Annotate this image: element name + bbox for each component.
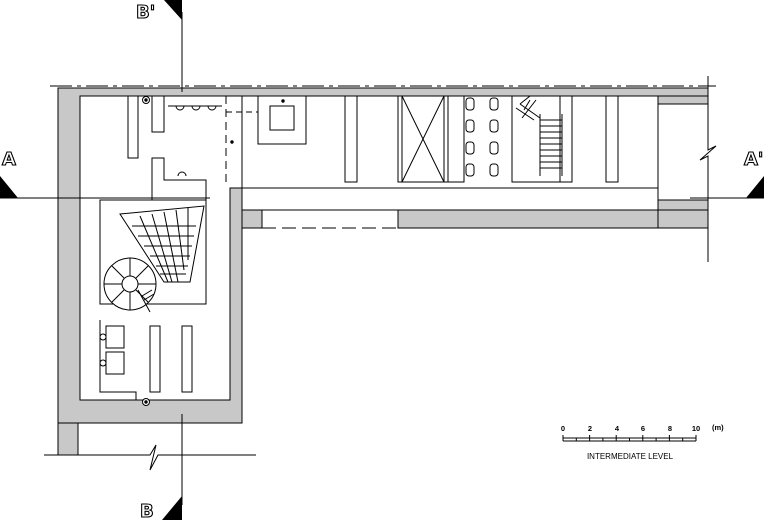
scale-bar: 0 2 4 6 8 10 (m) INTERMEDIATE LEVEL (561, 423, 724, 461)
label-a-left: A (2, 149, 16, 170)
interior-lines (44, 76, 717, 471)
stair-grid (119, 205, 205, 283)
section-marker-a-right: A' (743, 148, 764, 198)
section-marker-a-left: A (0, 148, 18, 198)
scale-tick-label: 6 (641, 424, 645, 433)
section-marker-b-bottom: B (139, 496, 182, 520)
scale-tick-label: 8 (668, 424, 672, 433)
stair-small (515, 95, 563, 176)
label-a-right: A' (744, 149, 763, 170)
scale-tick-label: 10 (692, 424, 700, 433)
scale-tick-label: 0 (561, 424, 565, 433)
label-b-bottom: B (140, 501, 154, 520)
scale-tick-label: 2 (588, 424, 592, 433)
spiral-stair (103, 257, 157, 313)
scale-tick-label: 4 (615, 424, 620, 433)
label-b-top: B' (136, 2, 155, 23)
scale-unit: (m) (712, 423, 724, 432)
level-caption: INTERMEDIATE LEVEL (587, 452, 674, 461)
section-marker-b-top: B' (135, 0, 182, 24)
